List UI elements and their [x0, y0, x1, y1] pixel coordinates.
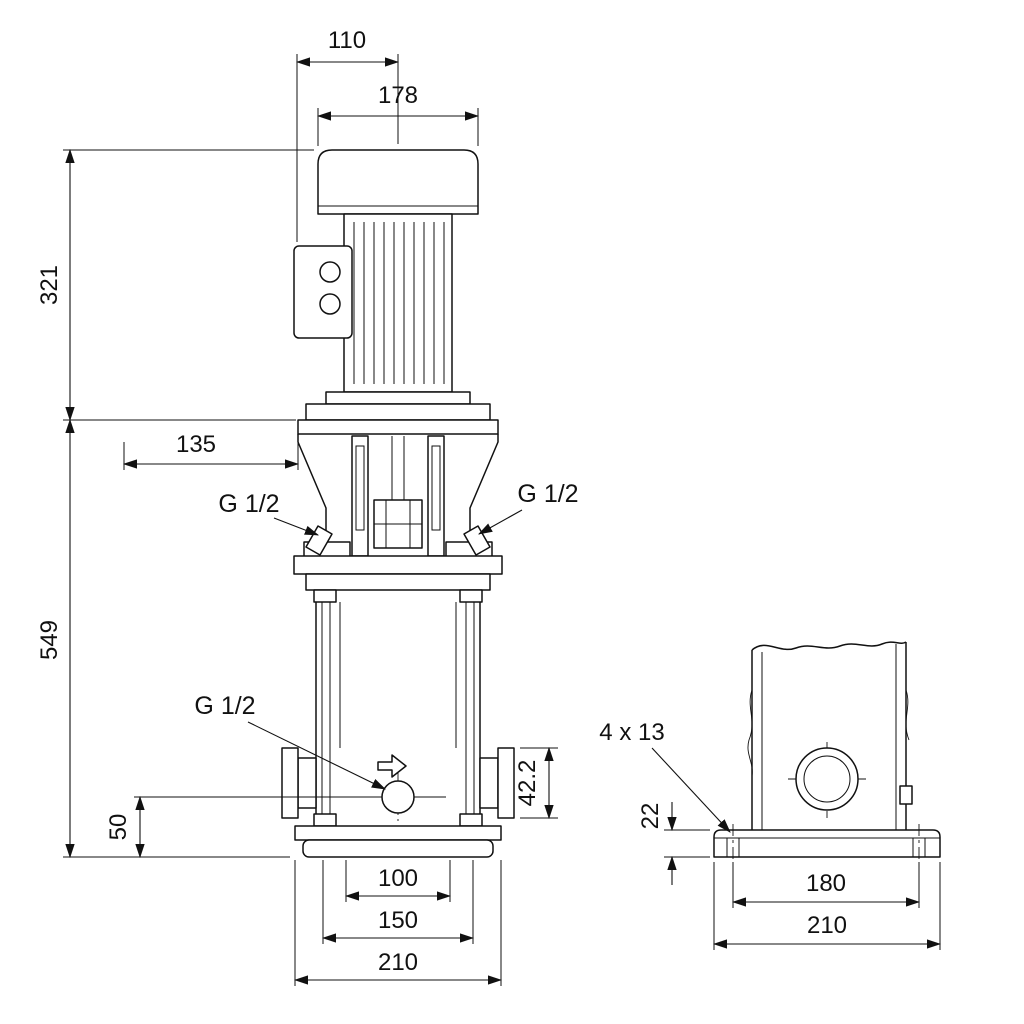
dim-22: 22 — [637, 802, 710, 885]
inlet-port-flange — [281, 747, 299, 819]
motor-cap — [317, 149, 479, 215]
coupling-guard-right-slot — [431, 445, 441, 531]
dim-180: 180 — [731, 862, 921, 908]
dim-42-2-label: 42.2 — [514, 760, 541, 807]
dim-150: 150 — [321, 860, 475, 944]
dim-180-label: 180 — [806, 870, 846, 897]
callout-g12-drain: G 1/2 — [194, 692, 387, 790]
dim-22-label: 22 — [637, 803, 664, 830]
callout-g12-left: G 1/2 — [218, 490, 320, 536]
g12-drain-label: G 1/2 — [194, 692, 255, 720]
pump-flange-lower — [305, 573, 491, 591]
coupling-guard-left — [351, 435, 369, 557]
terminal-box-hole — [319, 261, 341, 283]
motor-mount-flange — [305, 403, 491, 421]
terminal-box — [293, 245, 353, 339]
dim-549-label: 549 — [36, 620, 63, 660]
side-view: 4 x 13 22 180 210 — [599, 641, 942, 950]
dim-210-front: 210 — [293, 860, 503, 986]
terminal-box-hole — [319, 293, 341, 315]
outlet-port-flange — [497, 747, 515, 819]
dim-210-front-label: 210 — [378, 949, 418, 976]
ports — [134, 747, 515, 821]
dim-321: 321 — [36, 148, 314, 422]
g12-right-label: G 1/2 — [517, 480, 578, 508]
dim-549: 549 — [36, 418, 290, 859]
dim-50-label: 50 — [105, 814, 132, 841]
dim-135-label: 135 — [176, 431, 216, 458]
pump-base — [294, 825, 502, 858]
motor-fins — [353, 222, 445, 384]
dim-210-side: 210 — [712, 862, 942, 950]
drain-plug-circle — [381, 780, 415, 814]
tie-rod-nut — [459, 813, 483, 827]
base-top-plate — [294, 825, 502, 841]
flow-direction-arrow-icon — [377, 754, 407, 778]
side-contour-right — [905, 689, 910, 741]
tie-rod-nut — [313, 813, 337, 827]
dim-178: 178 — [316, 82, 480, 146]
dim-110: 110 — [295, 27, 400, 242]
side-contour-left — [747, 689, 753, 777]
side-body — [747, 641, 913, 830]
dim-50: 50 — [105, 795, 145, 859]
dim-100-label: 100 — [378, 865, 418, 892]
motor-body — [343, 213, 453, 393]
g12-left-label: G 1/2 — [218, 490, 279, 518]
side-clamp-tab — [899, 785, 913, 805]
outlet-port-pipe — [479, 757, 499, 809]
dim-135: 135 — [122, 431, 300, 470]
callout-bolt-holes: 4 x 13 — [599, 719, 731, 833]
break-line — [751, 641, 907, 651]
head-shoulder-right — [469, 434, 499, 542]
motor-foot-flange — [325, 391, 471, 405]
coupling-guard-left-slot — [355, 445, 365, 531]
coupling-guard-right — [427, 435, 445, 557]
side-base — [713, 824, 941, 862]
tie-rod-nut — [459, 589, 483, 603]
inlet-port-pipe — [297, 757, 317, 809]
front-view: 110 178 321 549 135 G 1/2 — [36, 27, 579, 986]
head-top-plate — [297, 419, 499, 435]
base-foot — [302, 839, 494, 858]
side-base-plate — [713, 829, 941, 858]
dim-150-label: 150 — [378, 907, 418, 934]
side-port-bore — [803, 755, 851, 803]
dim-110-label: 110 — [328, 27, 366, 54]
dim-321-label: 321 — [36, 265, 63, 305]
dim-42-2: 42.2 — [514, 746, 558, 820]
dim-178-label: 178 — [378, 82, 418, 109]
dim-210-side-label: 210 — [807, 912, 847, 939]
side-port-outer — [795, 747, 859, 811]
dim-100: 100 — [344, 860, 452, 902]
bolt-holes-label: 4 x 13 — [599, 719, 664, 746]
pump-flange-upper — [293, 555, 503, 575]
pump-body — [293, 555, 503, 827]
callout-g12-right: G 1/2 — [478, 480, 579, 535]
motor — [293, 149, 491, 421]
tie-rod-nut — [313, 589, 337, 603]
